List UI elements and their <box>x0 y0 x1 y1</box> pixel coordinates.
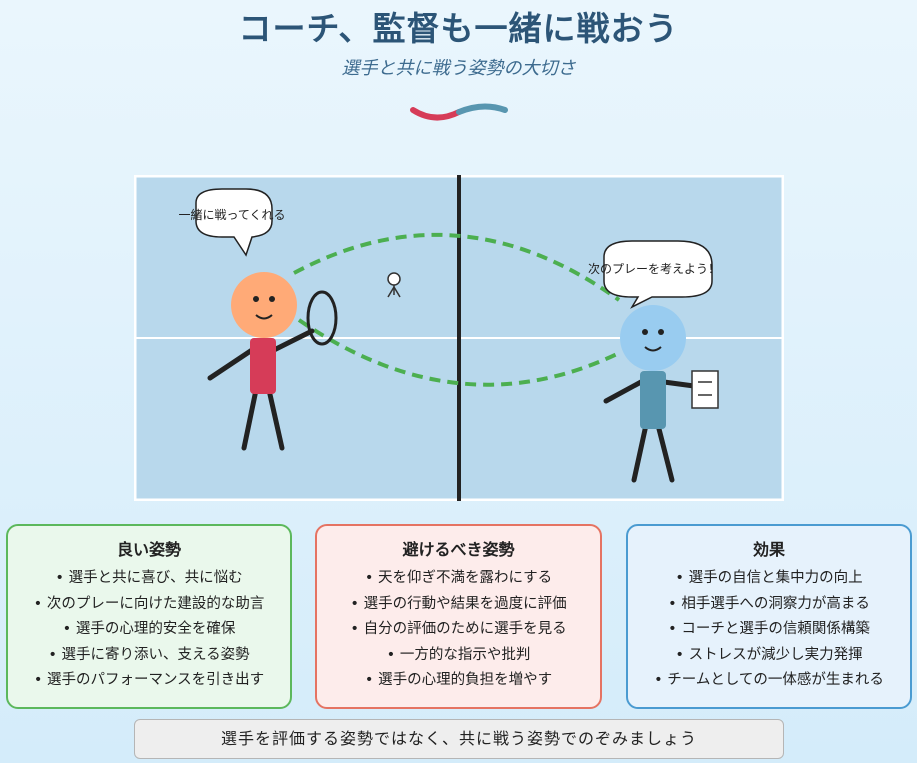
effect-title: 効果 <box>752 540 785 559</box>
court-illustration: 一緒に戦ってくれる 次のプレーを考えよう！ <box>134 175 784 501</box>
title-ornament <box>410 103 508 121</box>
avoid-attitude-box: 避けるべき姿勢 • 天を仰ぎ不満を露わにする • 選手の行動や結果を過度に評価 … <box>315 524 602 709</box>
list-item: • 一方的な指示や批判 <box>386 646 531 663</box>
list-item: • チームとしての一体感が生まれる <box>654 672 884 688</box>
effect-box: 効果 • 選手の自信と集中力の向上 • 相手選手への洞察力が高まる • コーチと… <box>626 524 912 709</box>
list-item: • 選手の行動や結果を過度に評価 <box>350 595 567 612</box>
list-item: • 天を仰ぎ不満を露わにする <box>364 570 553 586</box>
list-item: • 自分の評価のために選手を見る <box>350 621 567 637</box>
speech-bubble-right: 次のプレーを考えよう！ <box>588 240 720 309</box>
ornament-red-wave <box>410 107 462 121</box>
shuttlecock-icon <box>387 272 401 298</box>
list-item: • 選手のパフォーマンスを引き出す <box>33 672 265 688</box>
coach-figure <box>603 305 697 483</box>
speech-bubble-left-text: 一緒に戦ってくれる <box>178 207 285 222</box>
list-item: • 選手の自信と集中力の向上 <box>675 570 863 586</box>
avoid-attitude-title: 避けるべき姿勢 <box>402 540 515 559</box>
speech-bubble-right-text: 次のプレーを考えよう！ <box>588 262 720 276</box>
ornament-blue-wave <box>456 103 508 115</box>
page-subtitle: 選手と共に戦う姿勢の大切さ <box>341 58 576 79</box>
list-item: • 選手の心理的負担を増やす <box>364 672 553 688</box>
list-item: • ストレスが減少し実力発揮 <box>675 646 863 663</box>
list-item: • 選手と共に喜び、共に悩む <box>55 570 243 586</box>
list-item: • 次のプレーに向けた建設的な助言 <box>33 595 265 612</box>
speech-bubble-left: 一緒に戦ってくれる <box>178 188 286 257</box>
list-item: • 相手選手への洞察力が高まる <box>668 595 870 612</box>
good-attitude-box: 良い姿勢 • 選手と共に喜び、共に悩む • 次のプレーに向けた建設的な助言 • … <box>6 524 292 709</box>
list-item: • 選手に寄り添い、支える姿勢 <box>48 646 250 663</box>
page-title: コーチ、監督も一緒に戦おう <box>238 9 679 48</box>
list-item: • コーチと選手の信頼関係構築 <box>668 621 870 637</box>
racket-icon <box>306 290 338 346</box>
good-attitude-title: 良い姿勢 <box>116 540 181 559</box>
player-figure <box>207 272 315 451</box>
list-item: • 選手の心理的安全を確保 <box>62 621 236 637</box>
ball-trajectory-upper <box>293 232 621 302</box>
clipboard-icon <box>691 370 719 409</box>
footer-message: 選手を評価する姿勢ではなく、共に戦う姿勢でのぞみましょう <box>134 719 784 759</box>
ball-trajectory-lower <box>297 318 620 387</box>
